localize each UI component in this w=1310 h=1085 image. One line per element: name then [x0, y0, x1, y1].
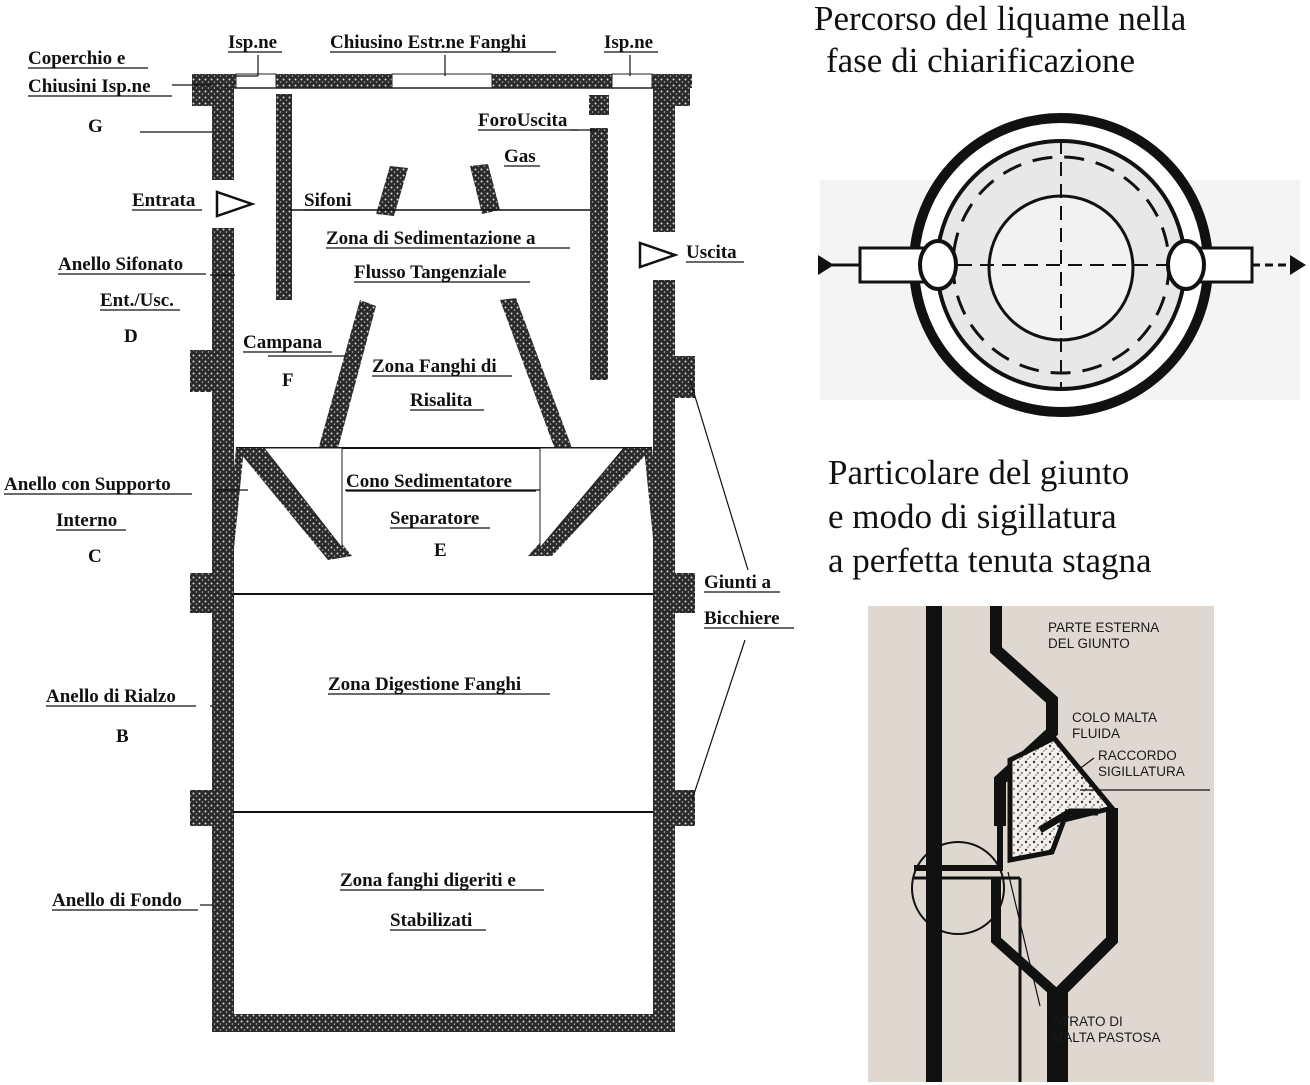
plan-title-1: Percorso del liquame nella [814, 0, 1187, 38]
label-anello-supp-1: Anello con Supporto [4, 474, 171, 495]
plan-view: Percorso del liquame nella fase di chiar… [814, 0, 1306, 417]
detail-strato-1: STRATO DI [1052, 1014, 1123, 1029]
label-letter-g: G [88, 116, 103, 137]
label-anello-rialzo: Anello di Rialzo [46, 686, 176, 707]
cover-opening-right [611, 73, 653, 89]
label-zona-risalita-2: Risalita [410, 390, 473, 411]
campana-left [318, 300, 376, 452]
label-chiusino: Chiusino Estr.ne Fanghi [330, 32, 526, 53]
label-letter-c: C [88, 546, 102, 567]
detail-colo-2: FLUIDA [1072, 726, 1120, 741]
joint-title-2: e modo di sigillatura [828, 497, 1117, 536]
label-foro-2: Gas [504, 146, 536, 167]
mortar-fill [1007, 734, 1117, 864]
siphon-right [470, 164, 500, 214]
detail-raccordo-1: RACCORDO [1098, 748, 1177, 763]
label-anello-sif-1: Anello Sifonato [58, 254, 183, 275]
label-cono-2: Separatore [390, 508, 479, 529]
right-outer-wall [653, 88, 675, 1030]
campana-right [500, 298, 572, 452]
plan-title-2: fase di chiarificazione [826, 41, 1135, 80]
label-sifoni: Sifoni [304, 190, 352, 211]
siphon-left [376, 166, 408, 216]
detail-parte-1: PARTE ESTERNA [1048, 620, 1159, 635]
label-letter-b: B [116, 726, 129, 747]
uscita-arrow [638, 241, 679, 269]
label-letter-e: E [434, 540, 447, 561]
label-letter-f: F [282, 370, 294, 391]
leader-lines [140, 55, 749, 906]
label-coperchio-1: Coperchio e [28, 48, 125, 69]
label-zona-sed-2: Flusso Tangenziale [354, 262, 507, 283]
cone-right [528, 448, 652, 556]
detail-colo-1: COLO MALTA [1072, 710, 1157, 725]
detail-raccordo-2: SIGILLATURA [1098, 764, 1185, 779]
label-cono-1: Cono Sedimentatore [346, 471, 512, 492]
label-zona-digestione: Zona Digestione Fanghi [328, 674, 521, 695]
label-zona-sed-1: Zona di Sedimentazione a [326, 228, 536, 249]
label-isp-left: Isp.ne [228, 32, 277, 53]
label-anello-fondo: Anello di Fondo [52, 890, 182, 911]
cover-opening-center [391, 73, 493, 89]
cone-left [236, 448, 352, 560]
label-anello-supp-2: Interno [56, 510, 117, 531]
label-giunti-2: Bicchiere [704, 608, 780, 629]
label-anello-sif-2: Ent./Usc. [100, 290, 174, 311]
label-isp-right: Isp.ne [604, 32, 653, 53]
detail-parte-2: DEL GIUNTO [1048, 636, 1130, 651]
label-zona-risalita-1: Zona Fanghi di [372, 356, 497, 377]
label-campana: Campana [243, 332, 323, 353]
left-outer-wall [212, 88, 234, 1030]
tank-section-drawing: Coperchio e Chiusini Isp.ne G Isp.ne Chi… [4, 32, 794, 1032]
joint-title-1: Particolare del giunto [828, 453, 1129, 492]
bell-joints [190, 350, 695, 826]
label-coperchio-2: Chiusini Isp.ne [28, 76, 151, 97]
label-entrata: Entrata [132, 190, 196, 211]
outlet-baffle [590, 128, 608, 380]
joint-detail: Particolare del giunto e modo di sigilla… [828, 453, 1214, 1082]
joint-title-3: a perfetta tenuta stagna [828, 541, 1152, 580]
bottom-slab [212, 1014, 675, 1032]
label-zona-digeriti-1: Zona fanghi digeriti e [340, 870, 516, 891]
entrata-arrow [215, 190, 256, 218]
label-giunti-1: Giunti a [704, 572, 772, 593]
detail-strato-2: MALTA PASTOSA [1052, 1030, 1161, 1045]
label-foro-1: ForoUscita [478, 110, 568, 131]
label-uscita: Uscita [686, 242, 737, 263]
label-letter-d: D [124, 326, 138, 347]
inlet-baffle [276, 94, 292, 300]
label-zona-digeriti-2: Stabilizati [390, 910, 472, 931]
